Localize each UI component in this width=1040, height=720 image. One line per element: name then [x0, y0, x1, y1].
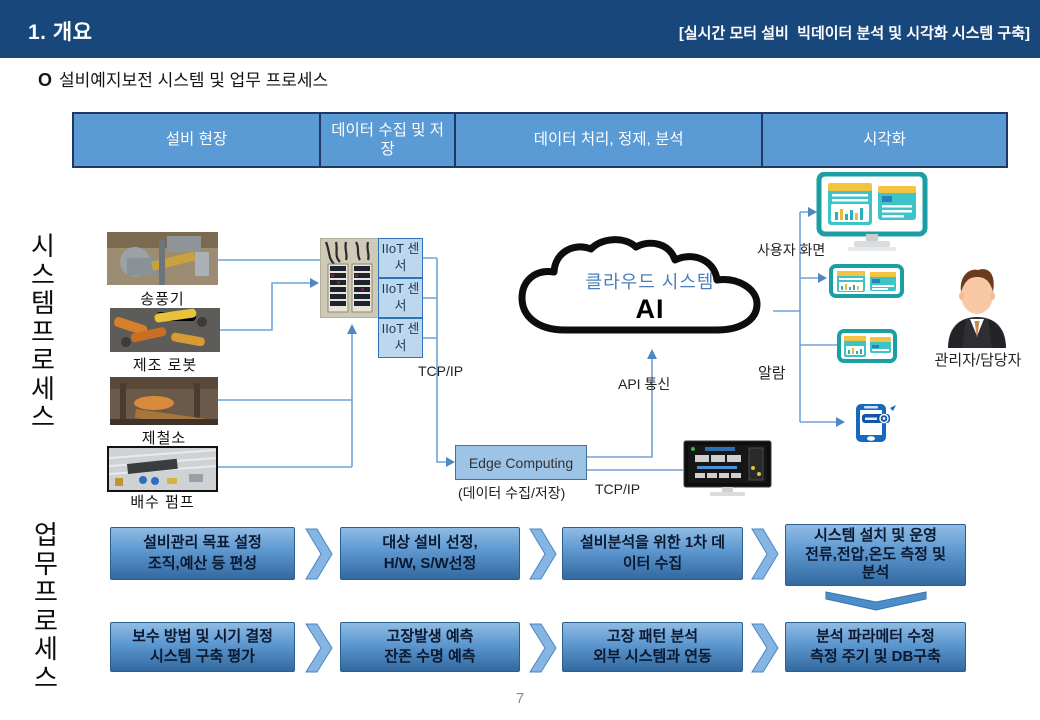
edge-subtitle: (데이터 수집/저장)	[458, 485, 566, 501]
process-step-2: 대상 설비 선정, H/W, S/W선정	[340, 527, 520, 580]
cloud-title: 클라우드 시스템	[585, 272, 715, 292]
cloud-ai-label: AI	[635, 294, 665, 324]
edge-computing-box: Edge Computing	[455, 445, 587, 480]
site-label-drain-pump: 배수 펌프	[130, 494, 195, 511]
drain-pump-photo	[107, 446, 218, 492]
user-screen-label: 사용자 화면	[757, 242, 826, 258]
process-step-8: 분석 파라메터 수정 측정 주기 및 DB구축	[785, 622, 966, 672]
blower-photo	[107, 232, 218, 285]
page-title: 1. 개요	[28, 21, 93, 44]
manager-person-icon	[940, 264, 1014, 353]
section-title-text: 설비예지보전 시스템 및 업무 프로세스	[59, 71, 329, 90]
tcp-ip-label-edge: TCP/IP	[595, 481, 641, 497]
system-process-vertical-label: 시스템프로세스	[31, 231, 55, 432]
chevron-right-icon	[529, 528, 557, 580]
pipeline-header-table: 설비 현장 데이터 수집 및 저장 데이터 처리, 정제, 분석 시각화	[72, 112, 1008, 168]
process-step-7: 고장 패턴 분석 외부 시스템과 연동	[562, 622, 743, 672]
section-title: O 설비예지보전 시스템 및 업무 프로세스	[38, 66, 328, 91]
circle-bullet-icon: O	[38, 70, 53, 90]
chevron-right-icon	[751, 528, 779, 580]
pipeline-col-collect: 데이터 수집 및 저장	[320, 114, 457, 166]
chevron-down-icon	[825, 591, 927, 611]
site-label-robot: 제조 로봇	[132, 357, 198, 374]
pipeline-col-process: 데이터 처리, 정제, 분석	[456, 114, 764, 166]
cloud-shape	[518, 236, 761, 334]
chevron-right-icon	[305, 623, 333, 673]
tcp-ip-label-sensor: TCP/IP	[418, 363, 464, 379]
steel-mill-photo	[110, 377, 218, 425]
desktop-monitor-icon	[816, 171, 928, 259]
process-step-5: 보수 방법 및 시기 결정 시스템 구축 평가	[110, 622, 295, 672]
iiot-sensor-box-2: IIoT 센서	[378, 278, 423, 318]
tablet-small-icon	[837, 329, 897, 368]
pipeline-col-site: 설비 현장	[74, 114, 321, 166]
iiot-sensor-box-1: IIoT 센서	[378, 238, 423, 278]
header-bar	[0, 0, 1040, 58]
process-step-1: 설비관리 목표 설정 조직,예산 등 편성	[110, 527, 295, 580]
site-label-blower: 송풍기	[140, 291, 185, 308]
control-panel-photo	[320, 238, 380, 318]
process-step-4: 시스템 설치 및 운영 전류,전압,온도 측정 및 분석	[785, 524, 966, 586]
pipeline-col-visualize: 시각화	[763, 114, 1006, 166]
smartphone-icon	[846, 402, 896, 449]
work-process-vertical-label: 업무프로세스	[34, 520, 58, 693]
chevron-right-icon	[529, 623, 557, 673]
chevron-right-icon	[305, 528, 333, 580]
factory-robot-photo	[110, 308, 220, 352]
process-step-3: 설비분석을 위한 1차 데 이터 수집	[562, 527, 743, 580]
iiot-sensor-box-3: IIoT 센서	[378, 318, 423, 358]
alarm-label: 알람	[758, 365, 786, 382]
api-comm-label: API 통신	[618, 376, 671, 392]
scada-monitor-icon	[683, 440, 773, 503]
site-label-steel-mill: 제철소	[141, 430, 187, 447]
process-step-6: 고장발생 예측 잔존 수명 예측	[340, 622, 520, 672]
page-number: 7	[515, 690, 525, 707]
header-caption: [실시간 모터 설비 빅데이터 분석 및 시각화 시스템 구축]	[678, 25, 1030, 42]
tablet-icon	[829, 264, 904, 303]
chevron-right-icon	[751, 623, 779, 673]
manager-label: 관리자/담당자	[934, 352, 1022, 369]
